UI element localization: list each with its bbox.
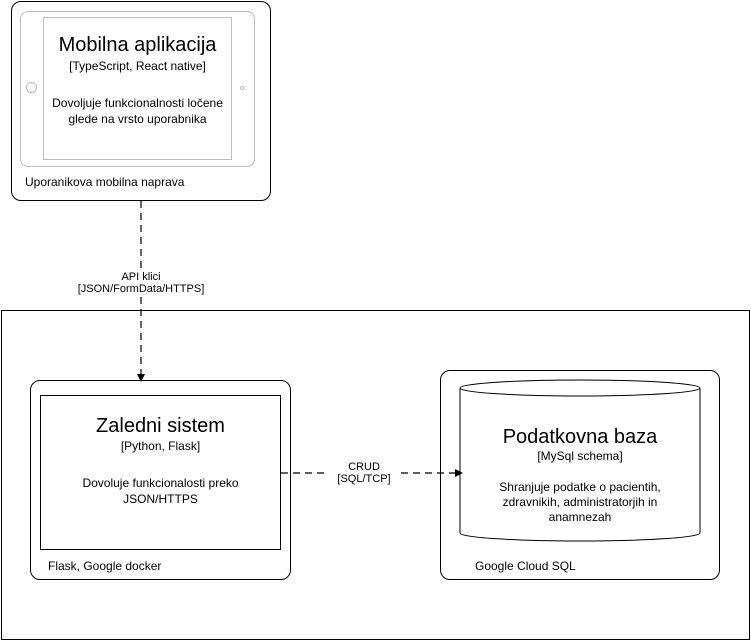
mobile-app-desc-line2: glede na vrsto uporabnika — [68, 112, 207, 126]
api-edge-label-line1: API klici — [121, 271, 161, 283]
system-boundary — [1, 310, 750, 640]
mobile-app-tech: [TypeScript, React native] — [69, 59, 206, 73]
backend-desc-line1: Dovoluje funkcionalosti preko — [82, 476, 239, 490]
database-title: Podatkovna baza — [502, 426, 658, 448]
crud-edge-arrowhead — [455, 469, 463, 477]
api-edge-arrowhead — [137, 374, 145, 382]
database-container — [440, 370, 720, 580]
database-desc-line1: Shranjuje podatke o pacientih, — [499, 480, 661, 494]
backend-tech: [Python, Flask] — [120, 439, 201, 453]
backend-host-label: Flask, Google docker — [48, 559, 162, 573]
tablet-screen — [43, 17, 232, 160]
backend-title: Zaledni sistem — [96, 415, 225, 437]
database-host-label: Google Cloud SQL — [475, 559, 576, 573]
api-edge-label-line2: [JSON/FormData/HTTPS] — [77, 283, 205, 295]
mobile-app-desc-line1: Dovoljuje funkcionalnosti ločene — [52, 96, 223, 110]
backend-component — [40, 395, 281, 550]
api-edge-label: API klici [JSON/FormData/HTTPS] — [71, 271, 211, 295]
mobile-device-container — [11, 1, 271, 201]
camera-icon — [240, 86, 244, 90]
database-tech: [MySql schema] — [537, 449, 623, 463]
mobile-app-title: Mobilna aplikacija — [58, 34, 217, 56]
backend-container — [30, 380, 291, 580]
database-desc-line2: zdravnikih, administratorjih in — [502, 495, 658, 509]
home-button-icon — [26, 82, 37, 93]
backend-desc-line2: JSON/HTTPS — [123, 492, 198, 506]
crud-edge-label-line2: [SQL/TCP] — [337, 473, 391, 485]
database-cylinder-top — [459, 379, 701, 397]
mobile-device-label: Uporanikova mobilna naprava — [25, 175, 185, 189]
crud-edge-label-line1: CRUD — [348, 461, 380, 473]
crud-edge-label: CRUD [SQL/TCP] — [329, 461, 399, 485]
database-desc-line3: anamnezah — [548, 510, 612, 524]
database-cylinder-icon — [459, 388, 701, 542]
